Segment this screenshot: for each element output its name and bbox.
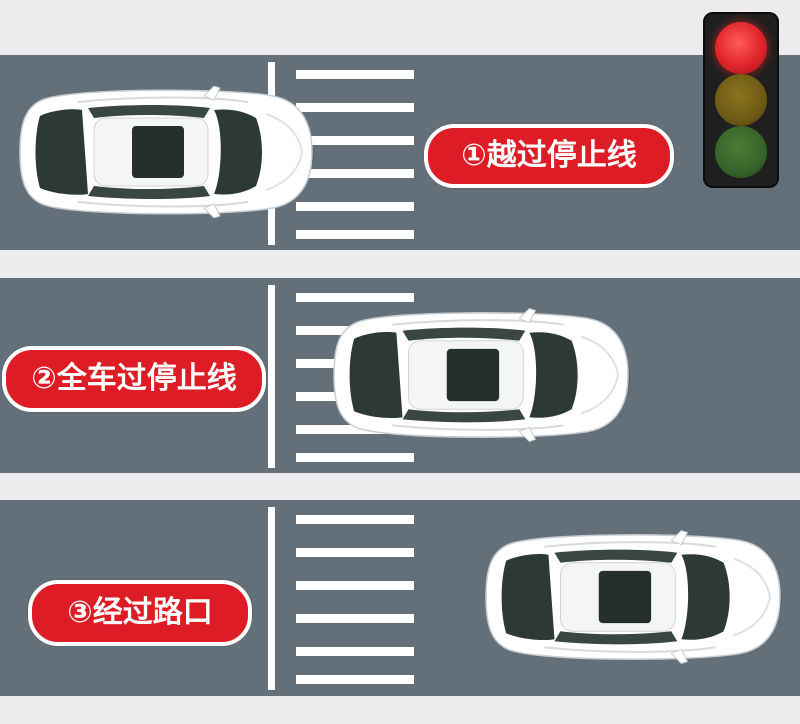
lane-3-stop-line <box>268 507 275 690</box>
yellow-lamp <box>715 74 767 126</box>
traffic-light-icon <box>703 12 779 188</box>
step-3-label: ③经过路口 <box>28 580 252 646</box>
lane-1-crosswalk <box>296 70 414 240</box>
car-3-icon <box>485 530 782 664</box>
lane-3-crosswalk <box>296 515 414 685</box>
car-2-icon <box>333 308 630 442</box>
car-1-icon <box>19 86 314 218</box>
red-lamp <box>715 22 767 74</box>
step-1-label: ①越过停止线 <box>424 124 674 188</box>
step-2-label: ②全车过停止线 <box>2 346 266 412</box>
lane-2-stop-line <box>268 285 275 468</box>
green-lamp <box>715 126 767 178</box>
